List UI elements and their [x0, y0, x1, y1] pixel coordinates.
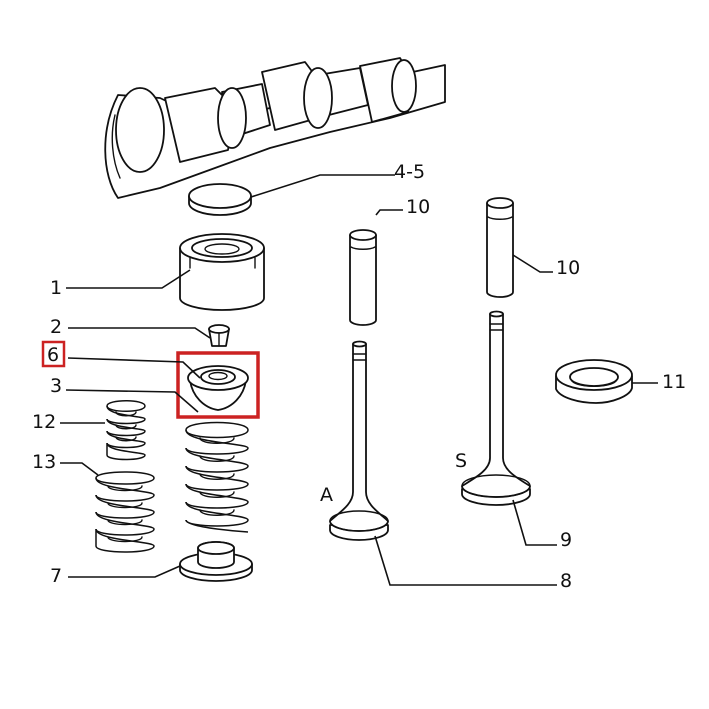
label-1: 1: [50, 277, 62, 299]
label-s: S: [455, 450, 467, 472]
label-8: 8: [560, 570, 572, 592]
label-11: 11: [662, 371, 686, 393]
spring-13: [95, 471, 155, 553]
exhaust-valve-s: [461, 310, 531, 506]
tappet-1: [179, 233, 265, 311]
camshaft: [104, 57, 446, 199]
outer-spring-3: [185, 421, 249, 533]
intake-valve-a: [329, 340, 389, 541]
valve-guide-10-left: [349, 229, 377, 326]
label-a: A: [320, 484, 333, 506]
shim-4-5: [188, 183, 252, 216]
label-9: 9: [560, 529, 572, 551]
label-6: 6: [47, 344, 59, 366]
label-10-right: 10: [556, 257, 580, 279]
inner-spring-12: [106, 400, 146, 461]
upper-spring-retainer-6: [187, 365, 249, 411]
label-13: 13: [32, 451, 56, 473]
label-2: 2: [50, 316, 62, 338]
leader-lines: [60, 174, 658, 586]
valve-seal-11: [555, 359, 633, 404]
label-12: 12: [32, 411, 56, 433]
lower-spring-seat-7: [179, 541, 253, 582]
label-4-5: 4-5: [394, 161, 425, 183]
collet-2: [208, 324, 230, 347]
valve-guide-10-right: [486, 197, 514, 298]
label-7: 7: [50, 565, 62, 587]
highlight-box: [176, 351, 260, 419]
label-6-box: [41, 340, 66, 368]
label-10-left: 10: [406, 196, 430, 218]
label-3: 3: [50, 375, 62, 397]
